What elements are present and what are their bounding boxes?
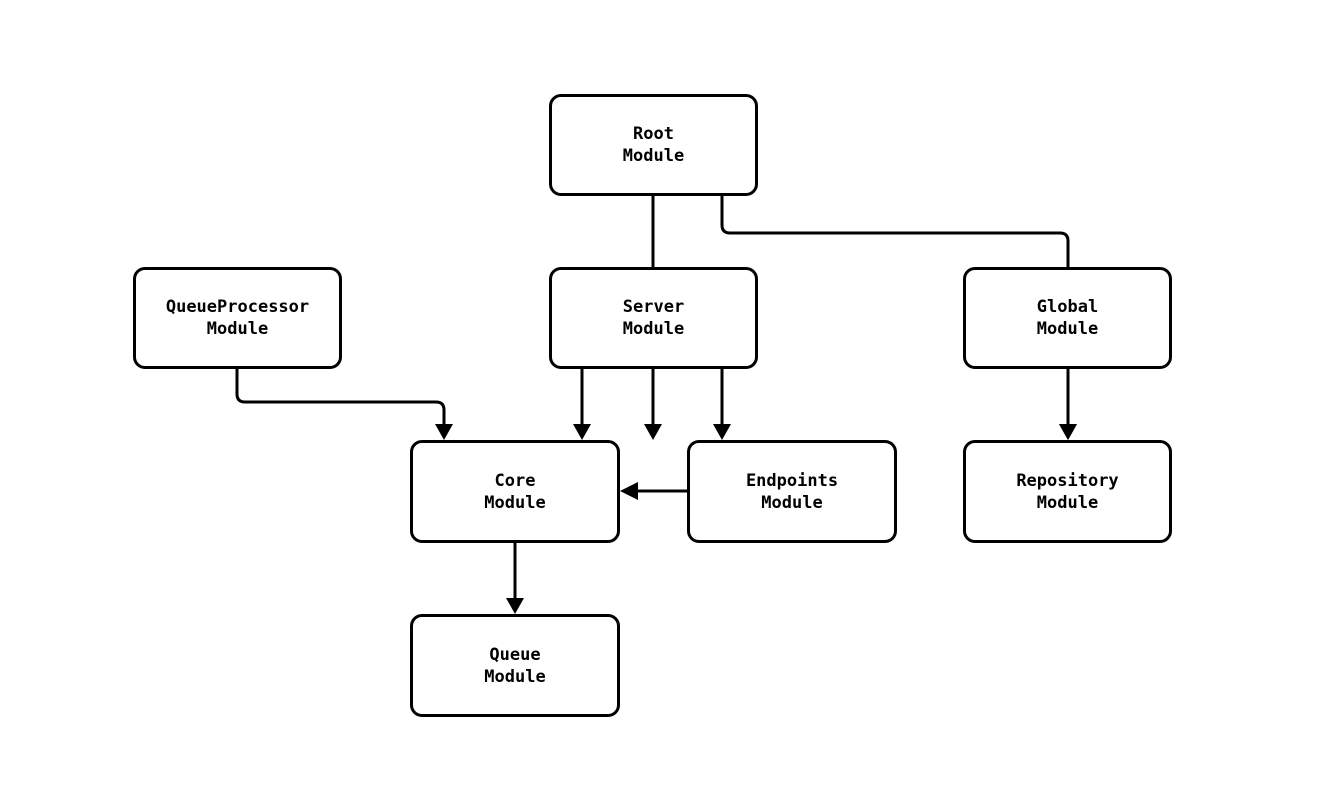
edge-server-to-core bbox=[573, 369, 591, 440]
node-queue-module-label: Queue Module bbox=[484, 644, 546, 687]
node-global-module[interactable]: Global Module bbox=[963, 267, 1172, 369]
node-queueprocessor-module-label: QueueProcessor Module bbox=[165, 297, 310, 339]
edge-endpoints-to-core bbox=[620, 482, 687, 500]
node-repository-module-label: Repository Module bbox=[1016, 470, 1119, 513]
edge-core-to-queue bbox=[506, 543, 524, 614]
node-server-module[interactable]: Server Module bbox=[549, 267, 758, 369]
edge-queueprocessor-to-core bbox=[235, 369, 453, 440]
node-root-module-label: Root Module bbox=[622, 124, 685, 166]
edge-server-to-endpoints bbox=[713, 369, 731, 440]
node-queueprocessor-module[interactable]: QueueProcessor Module bbox=[133, 267, 342, 369]
edge-global-to-repository bbox=[1059, 369, 1077, 440]
node-global-module-label: Global Module bbox=[1036, 297, 1099, 339]
node-root-module[interactable]: Root Module bbox=[549, 94, 758, 196]
node-endpoints-module-label: Endpoints Module bbox=[745, 470, 839, 513]
node-repository-module[interactable]: Repository Module bbox=[963, 440, 1172, 543]
node-core-module-label: Core Module bbox=[484, 470, 546, 513]
node-server-module-label: Server Module bbox=[622, 297, 685, 339]
node-endpoints-module[interactable]: Endpoints Module bbox=[687, 440, 897, 543]
node-queue-module[interactable]: Queue Module bbox=[410, 614, 620, 717]
node-core-module[interactable]: Core Module bbox=[410, 440, 620, 543]
